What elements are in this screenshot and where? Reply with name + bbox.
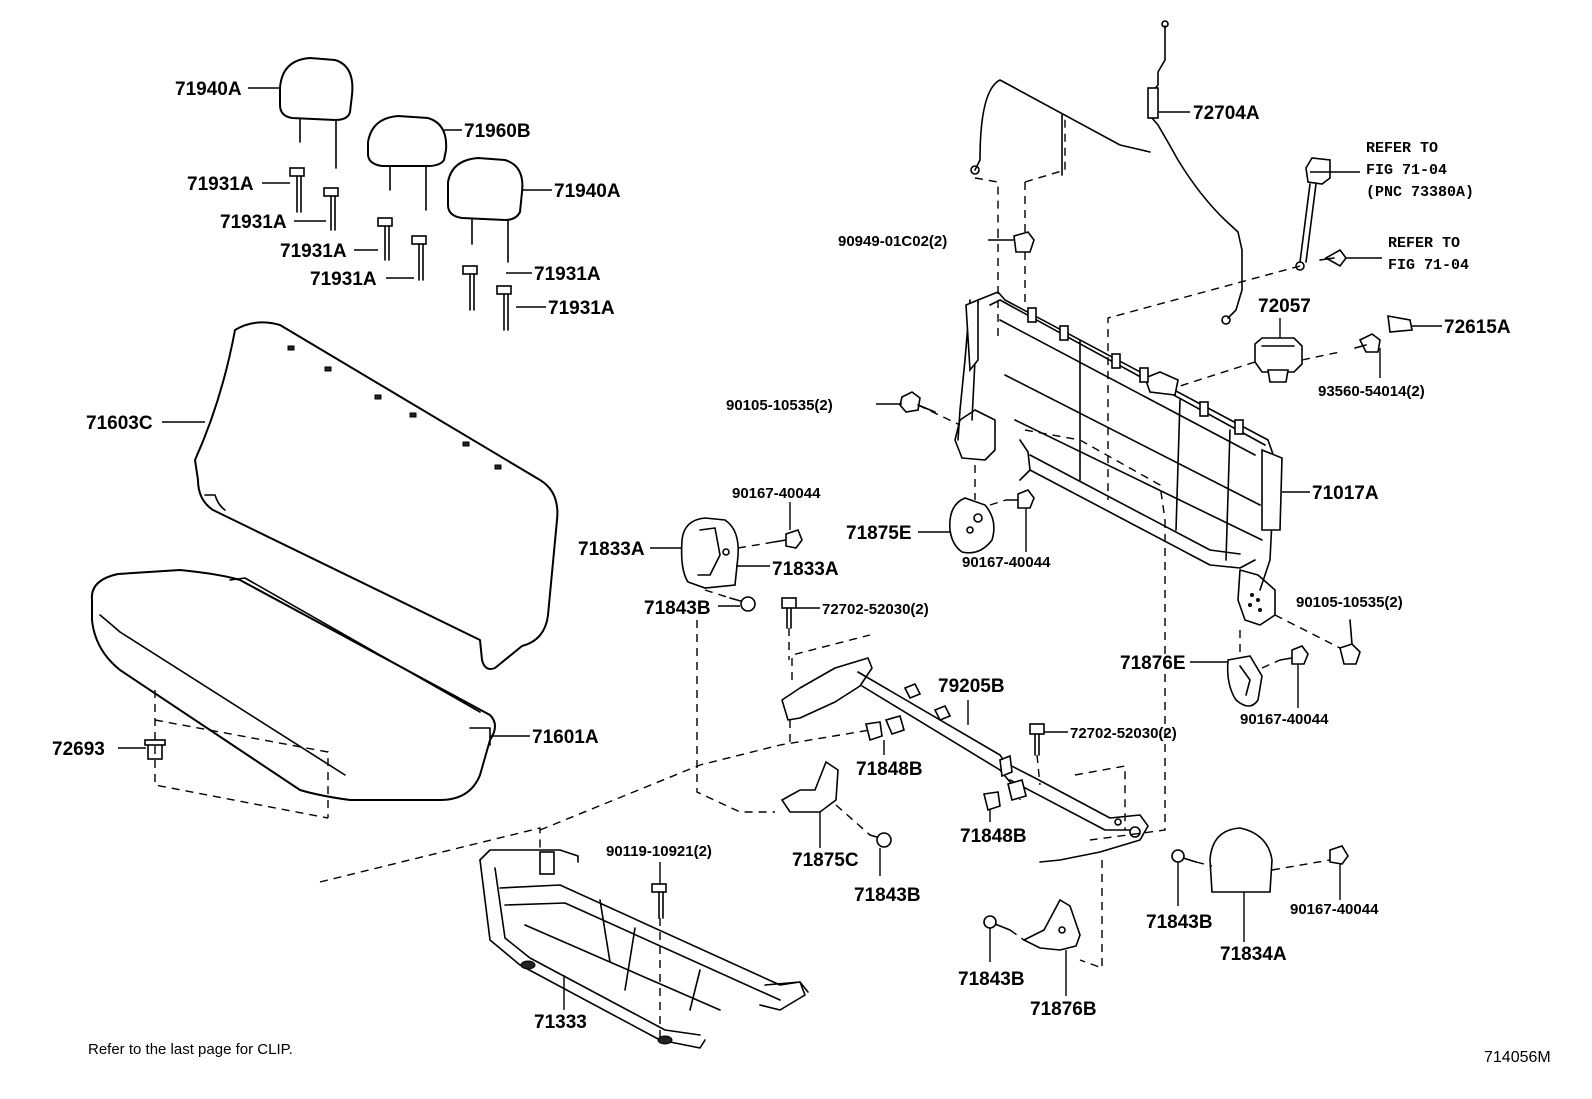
clip-note: Refer to the last page for CLIP.: [88, 1041, 293, 1058]
label-71940A-left: 71940A: [175, 79, 242, 100]
label-71848B-1: 71848B: [856, 759, 923, 780]
hinge-cover-71875C[interactable]: [780, 760, 839, 813]
label-71940A-right: 71940A: [554, 181, 621, 202]
label-71931A-2: 71931A: [220, 212, 287, 233]
label-72702-1: 72702-52030(2): [822, 601, 929, 618]
lock-adjuster-72057[interactable]: [1254, 337, 1303, 383]
bolt-90119[interactable]: [651, 883, 667, 919]
label-90167-3: 90167-40044: [1240, 711, 1329, 728]
cover-72615A[interactable]: [1387, 315, 1413, 333]
seat-cushion-frame[interactable]: [479, 849, 809, 1049]
release-cable[interactable]: [970, 20, 1243, 325]
label-71834A: 71834A: [1220, 944, 1287, 965]
label-90167-4: 90167-40044: [1290, 901, 1379, 918]
reference-notes: REFER TO FIG 71-04 (PNC 73380A) REFER TO…: [1366, 140, 1474, 274]
seat-cross-member[interactable]: [781, 657, 1149, 863]
label-72057: 72057: [1258, 296, 1311, 317]
part-labels: 71940A 71960B 71940A 71931A 71931A 71931…: [52, 79, 1511, 1033]
hinge-cover-71876E[interactable]: [1226, 655, 1263, 707]
headrest-left[interactable]: [279, 57, 354, 169]
leader-lines: [118, 87, 1442, 1010]
label-71875C: 71875C: [792, 850, 859, 871]
label-72702-2: 72702-52030(2): [1070, 725, 1177, 742]
figure-id: 714056M: [1484, 1049, 1551, 1066]
label-79205B: 79205B: [938, 676, 1005, 697]
seat-back-cover[interactable]: [194, 321, 559, 670]
pin-71843B-1[interactable]: [729, 596, 756, 612]
bolt-72702-1[interactable]: [781, 597, 797, 629]
headrest-guides: [289, 167, 512, 331]
label-71931A-3: 71931A: [280, 241, 347, 262]
label-90119: 90119-10921(2): [606, 843, 712, 860]
label-71833A-left: 71833A: [578, 539, 645, 560]
label-71843B-3: 71843B: [1146, 912, 1213, 933]
ref2-line2: FIG 71-04: [1388, 257, 1469, 274]
headrest-right[interactable]: [447, 157, 524, 263]
hinge-cover-71875E[interactable]: [948, 497, 995, 554]
label-71843B-1: 71843B: [644, 598, 711, 619]
ref1-line2: FIG 71-04: [1366, 162, 1447, 179]
refer-bolt[interactable]: [1319, 248, 1347, 268]
label-71848B-2: 71848B: [960, 826, 1027, 847]
bolt-90105-right[interactable]: [1339, 619, 1361, 665]
screw-90167-833a[interactable]: [773, 529, 803, 549]
label-71333: 71333: [534, 1012, 587, 1033]
label-71876B: 71876B: [1030, 999, 1097, 1020]
label-71843B-2: 71843B: [854, 885, 921, 906]
label-71843B-4: 71843B: [958, 969, 1025, 990]
screw-90167-834a[interactable]: [1329, 845, 1349, 865]
label-71833A-right: 71833A: [772, 559, 839, 580]
seat-cushion-cover[interactable]: [90, 569, 496, 801]
label-71960B: 71960B: [464, 121, 531, 142]
screw-93560[interactable]: [1354, 333, 1381, 353]
belt-buckle-ref[interactable]: [1295, 157, 1331, 271]
seat-back-frame[interactable]: [954, 291, 1283, 626]
label-90105-left: 90105-10535(2): [726, 397, 833, 414]
label-71931A-1: 71931A: [187, 174, 254, 195]
label-71931A-5: 71931A: [534, 264, 601, 285]
pin-71843B-2[interactable]: [869, 832, 892, 848]
label-71601A: 71601A: [532, 727, 599, 748]
label-71603C: 71603C: [86, 413, 153, 434]
bolt-90105-left[interactable]: [899, 391, 936, 413]
label-71931A-4: 71931A: [310, 269, 377, 290]
label-72704A: 72704A: [1193, 103, 1260, 124]
clip-71848B-1[interactable]: [865, 715, 905, 742]
label-71876E: 71876E: [1120, 653, 1186, 674]
bolt-72702-2[interactable]: [1029, 723, 1045, 756]
label-90105-right: 90105-10535(2): [1296, 594, 1403, 611]
ref1-line1: REFER TO: [1366, 140, 1438, 157]
headrest-center[interactable]: [367, 115, 448, 211]
pin-71843B-4[interactable]: [983, 915, 1011, 931]
label-90167-1: 90167-40044: [732, 485, 821, 502]
label-90167-2: 90167-40044: [962, 554, 1051, 571]
label-72693: 72693: [52, 739, 105, 760]
pin-71843B-3[interactable]: [1171, 849, 1197, 863]
label-71017A: 71017A: [1312, 483, 1379, 504]
label-71875E: 71875E: [846, 523, 912, 544]
bracket-71876B[interactable]: [1022, 898, 1081, 951]
label-93560: 93560-54014(2): [1318, 383, 1425, 400]
clip-71848B-2[interactable]: [983, 779, 1027, 812]
ref2-line1: REFER TO: [1388, 235, 1460, 252]
clip-90949[interactable]: [1013, 231, 1035, 253]
hinge-cover-71834A[interactable]: [1209, 827, 1273, 893]
label-90949: 90949-01C02(2): [838, 233, 947, 250]
label-71931A-6: 71931A: [548, 298, 615, 319]
ref1-line3: (PNC 73380A): [1366, 184, 1474, 201]
screw-90167-e[interactable]: [1005, 489, 1035, 509]
label-72615A: 72615A: [1444, 317, 1511, 338]
hinge-cover-71833A[interactable]: [680, 517, 740, 589]
screw-90167-876e[interactable]: [1279, 645, 1309, 665]
